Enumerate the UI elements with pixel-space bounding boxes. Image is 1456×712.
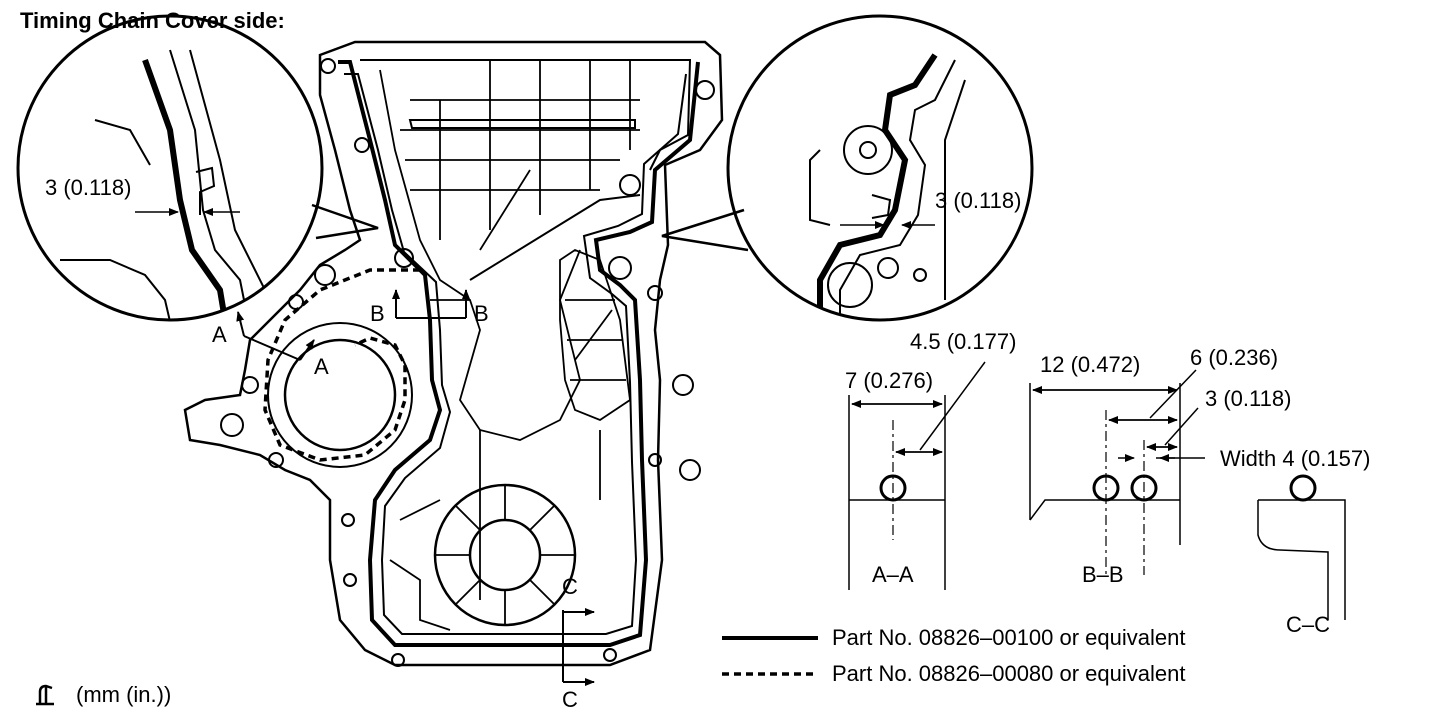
section-marker-c-top: C xyxy=(562,574,578,599)
units-note: (mm (in.)) xyxy=(36,682,171,707)
section-bb-bead-width: Width 4 (0.157) xyxy=(1220,446,1370,471)
legend-solid-label: Part No. 08826–00100 or equivalent xyxy=(832,625,1185,650)
detail-right-bead xyxy=(817,53,938,320)
section-marker-a-right: A xyxy=(314,354,329,379)
units-icon xyxy=(36,684,54,706)
timing-chain-cover xyxy=(183,40,724,667)
section-aa: 7 (0.276) 4.5 (0.177) A–A xyxy=(845,329,1016,590)
units-label: (mm (in.)) xyxy=(76,682,171,707)
section-aa-offset: 4.5 (0.177) xyxy=(910,329,1016,354)
section-bb: 12 (0.472) 6 (0.236) 3 (0.118) Width 4 (… xyxy=(1029,345,1370,587)
cover-outline xyxy=(183,40,724,667)
detail-left-dimension: 3 (0.118) xyxy=(45,175,131,200)
page-title: Timing Chain Cover side: xyxy=(20,8,285,33)
detail-callout-left: 3 (0.118) xyxy=(16,14,379,322)
section-marker-b-right: B xyxy=(474,301,489,326)
seal-bead-solid xyxy=(338,60,700,647)
section-cc: C–C xyxy=(1257,474,1346,637)
section-aa-width: 7 (0.276) xyxy=(845,368,933,393)
detail-callout-right: 3 (0.118) xyxy=(661,14,1034,322)
detail-left-bead xyxy=(142,58,228,320)
section-marker-a-left: A xyxy=(212,322,227,347)
legend-dashed-label: Part No. 08826–00080 or equivalent xyxy=(832,661,1185,686)
water-pump-bore xyxy=(283,338,397,452)
section-aa-caption: A–A xyxy=(872,562,914,587)
detail-right-dimension: 3 (0.118) xyxy=(935,188,1021,213)
cover-upper-frame xyxy=(360,59,692,171)
section-bb-offset2: 3 (0.118) xyxy=(1205,386,1291,411)
bolt-holes xyxy=(220,58,715,667)
seal-bead-dashed xyxy=(263,268,420,462)
section-bb-caption: B–B xyxy=(1082,562,1124,587)
section-bb-width: 12 (0.472) xyxy=(1040,352,1140,377)
section-marker-c-bottom: C xyxy=(562,687,578,712)
legend: Part No. 08826–00100 or equivalent Part … xyxy=(722,625,1185,686)
section-cc-caption: C–C xyxy=(1286,612,1330,637)
cover-ribs xyxy=(400,60,640,240)
section-markers: A A B B C C xyxy=(212,289,595,712)
section-bb-offset1: 6 (0.236) xyxy=(1190,345,1278,370)
section-marker-b-left: B xyxy=(370,301,385,326)
